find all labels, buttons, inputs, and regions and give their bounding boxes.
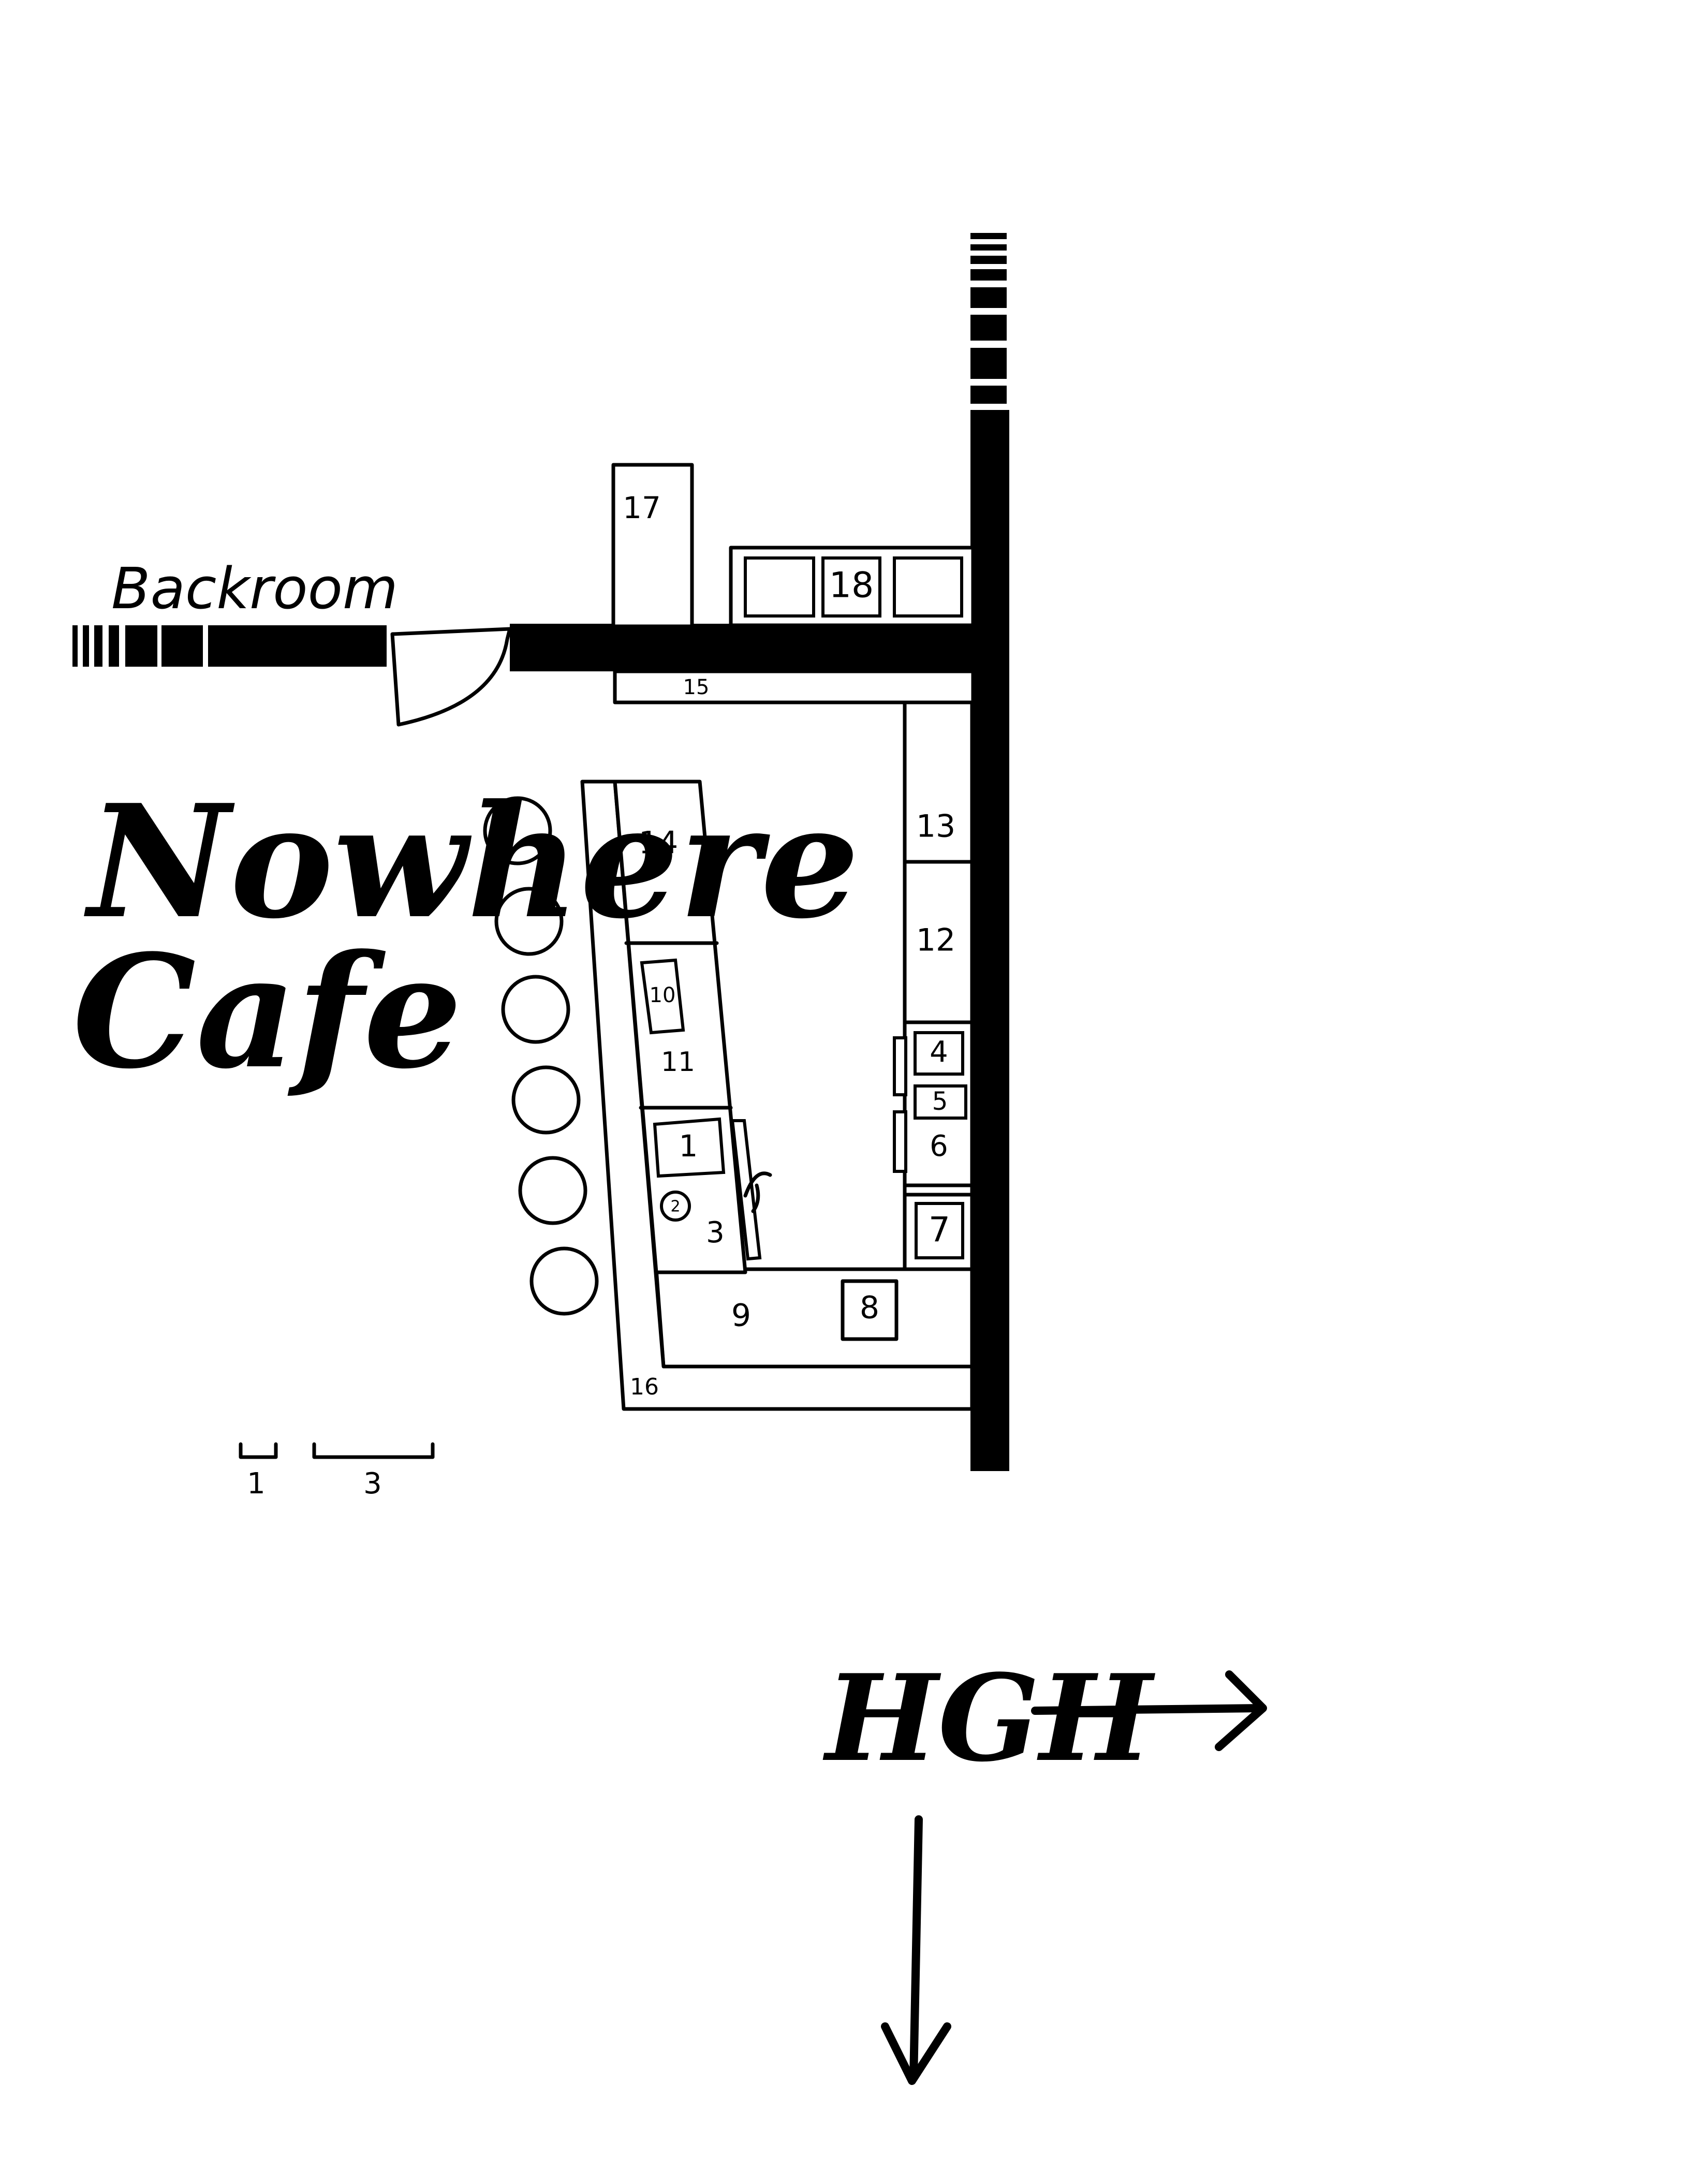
station-6-label: 6 (930, 1129, 948, 1163)
station-13-label: 13 (916, 809, 955, 845)
backroom-label: Backroom (111, 555, 398, 622)
station-17-label: 17 (623, 490, 661, 525)
backroom-door[interactable] (390, 627, 512, 727)
bottom-counter (654, 1267, 974, 1369)
station-17[interactable]: 17 (611, 463, 694, 628)
station-8[interactable]: 8 (841, 1279, 899, 1341)
drawer-lower[interactable] (893, 1110, 907, 1173)
exterior-wall-right (970, 233, 1009, 1471)
bar-stool[interactable] (483, 796, 552, 865)
station-4-label: 4 (930, 1035, 948, 1069)
scale-bar-large: 3 (312, 1442, 435, 1501)
arrow-right-icon (1031, 1670, 1267, 1751)
station-9-label: 9 (731, 1298, 751, 1334)
station-5[interactable]: 5 (914, 1084, 967, 1120)
drawer-upper[interactable] (893, 1036, 907, 1096)
station-16-label: 16 (630, 1374, 659, 1400)
station-14-label: 14 (639, 825, 678, 861)
scale-small-label: 1 (247, 1467, 266, 1501)
station-1[interactable]: 1 (653, 1117, 726, 1178)
station-11-label: 11 (661, 1047, 695, 1078)
hgh-label: HGH (822, 1649, 1156, 1788)
station-15-label: 15 (683, 675, 710, 699)
bar-stool[interactable] (494, 887, 564, 956)
bar-gate[interactable] (730, 1119, 772, 1261)
station-18-label: 18 (829, 565, 874, 606)
bar-stool[interactable] (529, 1246, 599, 1316)
right-counter (903, 700, 974, 1271)
title-line-2: Cafe (72, 920, 462, 1103)
bar-stool[interactable] (518, 1156, 587, 1225)
station-5-label: 5 (932, 1087, 948, 1116)
station-18[interactable]: 18 (729, 546, 975, 627)
station-4[interactable]: 4 (914, 1031, 964, 1076)
station-12-label: 12 (916, 922, 955, 959)
scale-large-label: 3 (363, 1467, 382, 1501)
station-2-label: 2 (670, 1198, 680, 1216)
station-2[interactable]: 2 (660, 1191, 691, 1222)
station-10[interactable]: 10 (640, 958, 685, 1035)
station-15[interactable]: 15 (613, 669, 975, 704)
station-1-label: 1 (679, 1128, 698, 1164)
backroom-wall (72, 624, 973, 671)
scale-bar-small: 1 (239, 1442, 278, 1501)
station-3-label: 3 (706, 1216, 725, 1250)
arrow-down-icon (881, 1815, 951, 2085)
station-8-label: 8 (860, 1290, 879, 1326)
bar-stool[interactable] (501, 975, 570, 1044)
bar-stool[interactable] (511, 1065, 581, 1135)
station-7[interactable]: 7 (903, 1193, 974, 1271)
station-7-label: 7 (929, 1210, 950, 1250)
bar-stools (483, 796, 599, 1316)
title-line-1: Nowhere (83, 770, 860, 953)
station-10-label: 10 (650, 983, 676, 1007)
